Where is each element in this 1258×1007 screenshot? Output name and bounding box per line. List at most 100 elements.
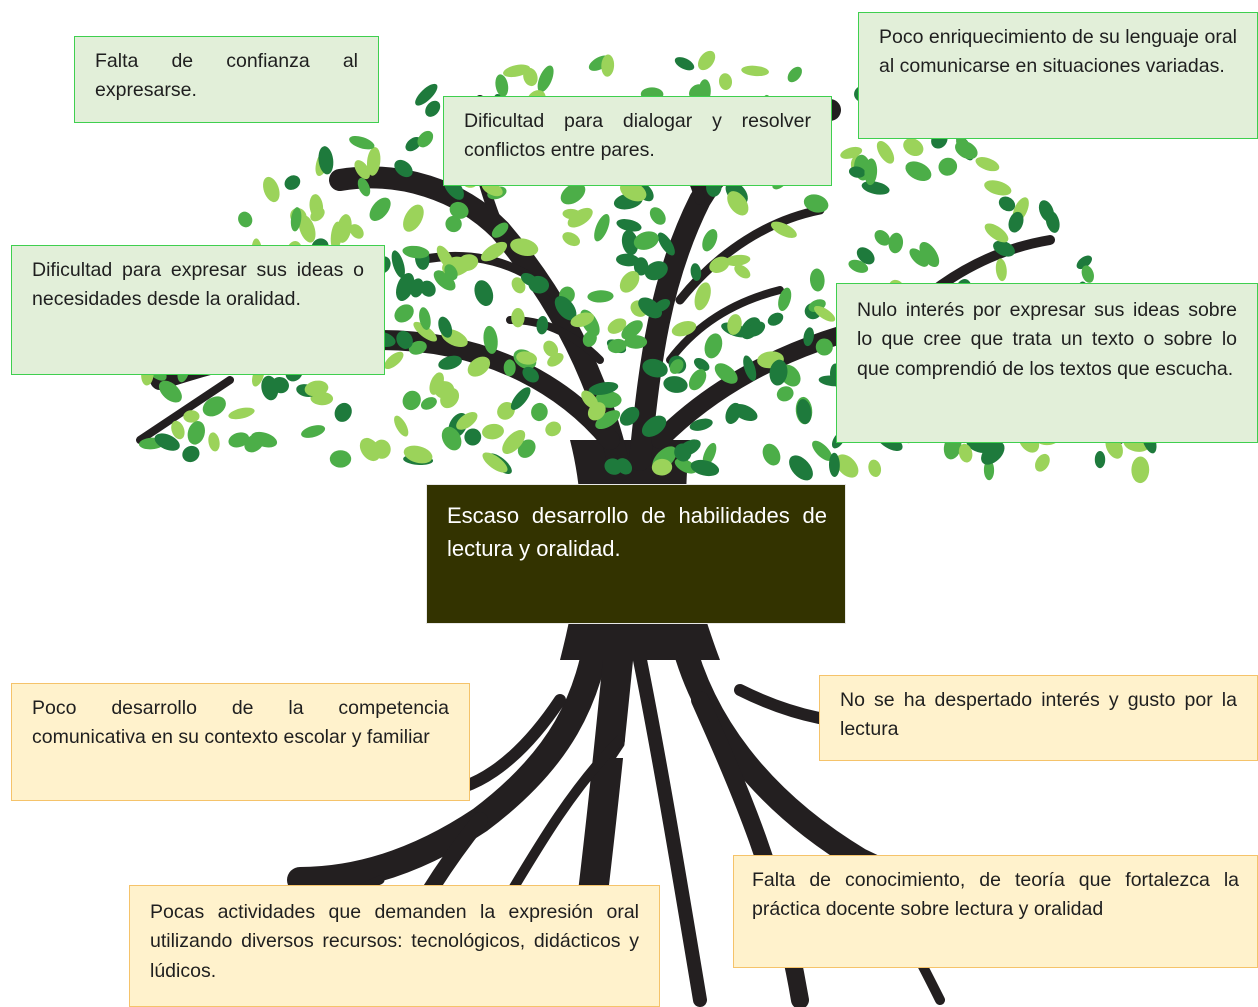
leaf: [301, 425, 326, 438]
leaf: [702, 229, 718, 252]
leaf: [848, 259, 869, 273]
leaf: [848, 166, 866, 178]
leaf: [474, 280, 494, 306]
leaf: [796, 399, 812, 425]
leaf: [762, 443, 781, 466]
effect-box-expresar: Dificultad para expresar sus ideas o nec…: [11, 245, 385, 375]
leaf: [510, 387, 531, 410]
leaf: [983, 459, 995, 481]
leaf: [483, 325, 498, 354]
leaf: [840, 146, 863, 159]
leaf: [438, 355, 462, 370]
leaf: [554, 295, 577, 321]
leaf: [1008, 211, 1024, 233]
leaf: [536, 316, 549, 335]
leaf: [503, 64, 531, 78]
leaf: [420, 280, 436, 297]
leaf: [567, 207, 593, 228]
leaf: [669, 359, 684, 374]
leaf: [438, 316, 453, 338]
leaf: [441, 426, 462, 451]
leaf: [560, 182, 586, 205]
leaf: [516, 351, 538, 365]
leaf: [415, 83, 438, 106]
leaf: [187, 421, 205, 445]
leaf: [304, 380, 329, 397]
leaf: [704, 333, 723, 359]
leaf: [433, 270, 456, 291]
leaf: [228, 432, 250, 448]
leaf: [482, 452, 508, 473]
leaf: [769, 359, 788, 386]
leaf: [621, 230, 639, 256]
leaf: [856, 247, 875, 265]
cause-box-actividades: Pocas actividades que demanden la expres…: [129, 885, 660, 1007]
leaf: [238, 211, 253, 228]
leaf: [984, 180, 1012, 196]
leaf: [619, 406, 640, 426]
leaf: [330, 221, 342, 251]
leaf: [449, 201, 469, 219]
leaf: [528, 275, 550, 294]
leaf: [595, 410, 621, 430]
leaf: [511, 277, 526, 294]
leaf: [671, 321, 697, 337]
leaf: [689, 418, 713, 431]
leaf: [998, 196, 1016, 212]
leaf: [638, 297, 663, 319]
leaf: [228, 407, 255, 420]
leaf: [815, 338, 833, 356]
leaf: [747, 321, 766, 337]
leaf: [334, 402, 352, 422]
leaf: [690, 263, 702, 281]
cause-box-gusto: No se ha despertado interés y gusto por …: [819, 675, 1258, 761]
leaf: [770, 221, 797, 238]
leaf: [495, 74, 509, 97]
leaf: [616, 253, 640, 267]
leaf: [456, 412, 478, 430]
leaf: [657, 232, 675, 256]
leaf: [545, 421, 562, 437]
leaf: [349, 224, 364, 239]
leaf: [649, 207, 666, 225]
leaf: [876, 140, 895, 164]
leaf: [743, 355, 757, 381]
leaf: [310, 207, 325, 222]
leaf: [588, 381, 619, 396]
effect-text: Falta de confianza al expresarse.: [95, 50, 358, 102]
leaf: [497, 402, 515, 420]
leaf: [396, 330, 413, 349]
cause-box-competencia: Poco desarrollo de la competencia comuni…: [11, 683, 470, 801]
cause-text: Falta de conocimiento, de teoría que for…: [752, 869, 1239, 921]
leaf: [349, 135, 375, 150]
leaf: [531, 402, 548, 422]
leaf: [702, 442, 717, 466]
leaf: [909, 248, 929, 267]
leaf: [641, 415, 667, 437]
leaf: [727, 191, 749, 216]
leaf: [814, 305, 836, 322]
leaf: [694, 282, 711, 311]
leaf: [861, 181, 890, 195]
cause-box-teoria: Falta de conocimiento, de teoría que for…: [733, 855, 1258, 968]
leaf: [522, 366, 539, 383]
cause-text: No se ha despertado interés y gusto por …: [840, 689, 1237, 741]
leaf: [445, 215, 462, 233]
leaf: [835, 454, 859, 478]
leaf: [420, 397, 437, 410]
leaf: [938, 157, 958, 176]
leaf: [464, 428, 482, 446]
leaf: [396, 272, 415, 302]
leaf: [995, 258, 1007, 282]
leaf: [503, 359, 516, 377]
leaf: [956, 137, 971, 154]
leaf: [663, 376, 688, 393]
leaf: [809, 268, 825, 292]
leaf: [562, 232, 580, 247]
leaf: [644, 261, 668, 281]
leaf: [394, 159, 413, 178]
leaf: [1045, 210, 1060, 233]
leaf: [318, 146, 334, 175]
leaf: [693, 357, 710, 372]
leaf: [480, 241, 508, 262]
